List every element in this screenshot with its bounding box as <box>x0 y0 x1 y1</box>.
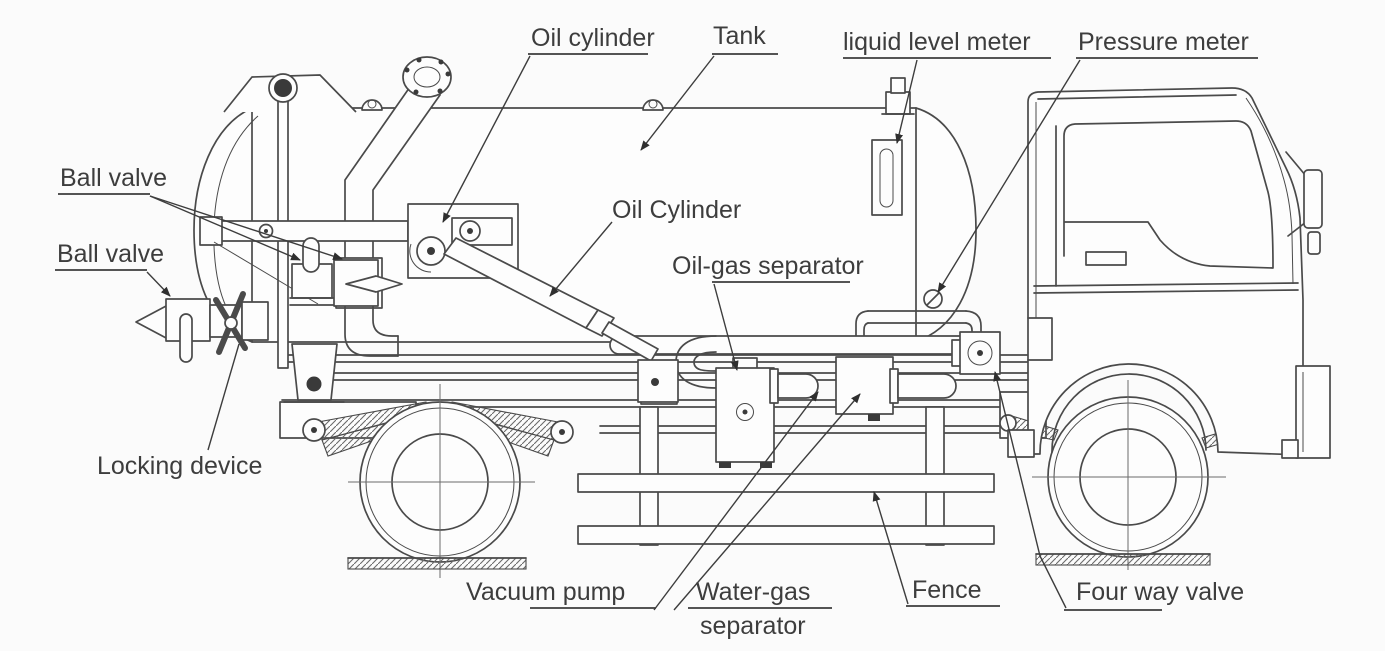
callout-vacuum-pump: Vacuum pump <box>466 391 819 611</box>
muffler-cylinder <box>889 368 957 404</box>
leader-line <box>993 371 1067 609</box>
label-oil-cylinder-mid: Oil Cylinder <box>612 196 741 224</box>
oil-cylinder-device <box>443 237 679 403</box>
callout-ball-valve-2: Ball valve <box>55 240 171 297</box>
cab-window <box>1063 120 1274 269</box>
pipe-top-flange <box>402 56 452 98</box>
leader-line <box>895 59 918 144</box>
lifting-lug <box>361 99 383 111</box>
label-locking-device: Locking device <box>97 452 262 480</box>
leader-line <box>640 55 715 151</box>
leader-line <box>207 343 240 451</box>
front-bumper <box>1295 365 1331 459</box>
leader-line <box>442 55 531 223</box>
ball-valve-upper-device <box>289 237 335 306</box>
callout-oil-gas-separator: Oil-gas separator <box>672 252 864 371</box>
callout-oil-cylinder-top: Oil cylinder <box>442 24 655 223</box>
label-ball-valve-2: Ball valve <box>57 240 164 268</box>
callout-oil-cylinder-mid: Oil Cylinder <box>549 196 741 297</box>
label-fence: Fence <box>912 576 981 604</box>
leader-line <box>653 391 819 611</box>
wheel-arch-inner <box>1051 373 1207 453</box>
leader-line <box>673 393 861 611</box>
leader-line <box>149 195 301 261</box>
leader-line <box>937 59 1081 293</box>
label-pressure-meter: Pressure meter <box>1078 28 1249 56</box>
label-liquid-level-meter: liquid level meter <box>843 28 1031 56</box>
label-oil-gas-separator: Oil-gas separator <box>672 252 864 280</box>
callout-pressure-meter: Pressure meter <box>937 28 1258 293</box>
label-vacuum-pump: Vacuum pump <box>466 578 625 606</box>
suction-pipe <box>609 335 991 355</box>
front-wheel <box>1032 380 1226 570</box>
ball-valve-sleeve-device <box>333 259 403 307</box>
label-water-gas-separator-line2: separator <box>700 612 806 640</box>
callout-tank: Tank <box>640 22 778 151</box>
water-gas-separator-device <box>835 356 894 421</box>
callout-four-way-valve: Four way valve <box>993 371 1244 611</box>
tank-body <box>193 74 977 343</box>
fence <box>577 406 995 546</box>
muffler-cylinder <box>769 368 819 404</box>
pressure-meter-device <box>923 289 943 309</box>
callout-liquid-level-meter: liquid level meter <box>843 28 1051 144</box>
leader-line <box>713 283 739 371</box>
callout-fence: Fence <box>872 491 1000 607</box>
side-mirror <box>1285 151 1323 255</box>
label-tank: Tank <box>713 22 766 50</box>
fence-rail-upper <box>577 473 995 493</box>
rear-wheel <box>348 384 535 578</box>
label-four-way-valve: Four way valve <box>1076 578 1244 606</box>
liquid-level-meter-device <box>871 77 915 216</box>
four-way-valve-device <box>951 331 1001 375</box>
label-water-gas-separator-line1: Water-gas <box>696 578 810 606</box>
callout-locking-device: Locking device <box>97 343 262 480</box>
label-oil-cylinder-top: Oil cylinder <box>531 24 655 52</box>
oil-gas-separator-device <box>715 357 775 468</box>
door-handle <box>1085 251 1127 266</box>
callout-ball-valve-1: Ball valve <box>58 164 343 261</box>
fence-rail-lower <box>577 525 995 545</box>
wing-nut-lock <box>213 291 248 355</box>
locking-bracket <box>291 343 338 401</box>
callout-water-gas-separator: Water-gas separator <box>673 393 861 640</box>
leader-line <box>872 491 909 605</box>
lifting-lug <box>642 99 664 111</box>
upper-pipe-loop <box>855 310 982 338</box>
leader-line <box>146 271 171 297</box>
leader-line <box>149 195 343 260</box>
rear-outlet-ball-valve-device <box>135 291 269 363</box>
label-ball-valve-1: Ball valve <box>60 164 167 192</box>
truck-cab <box>1007 87 1331 459</box>
leader-line <box>549 221 613 297</box>
ground-hatching <box>347 553 1211 570</box>
